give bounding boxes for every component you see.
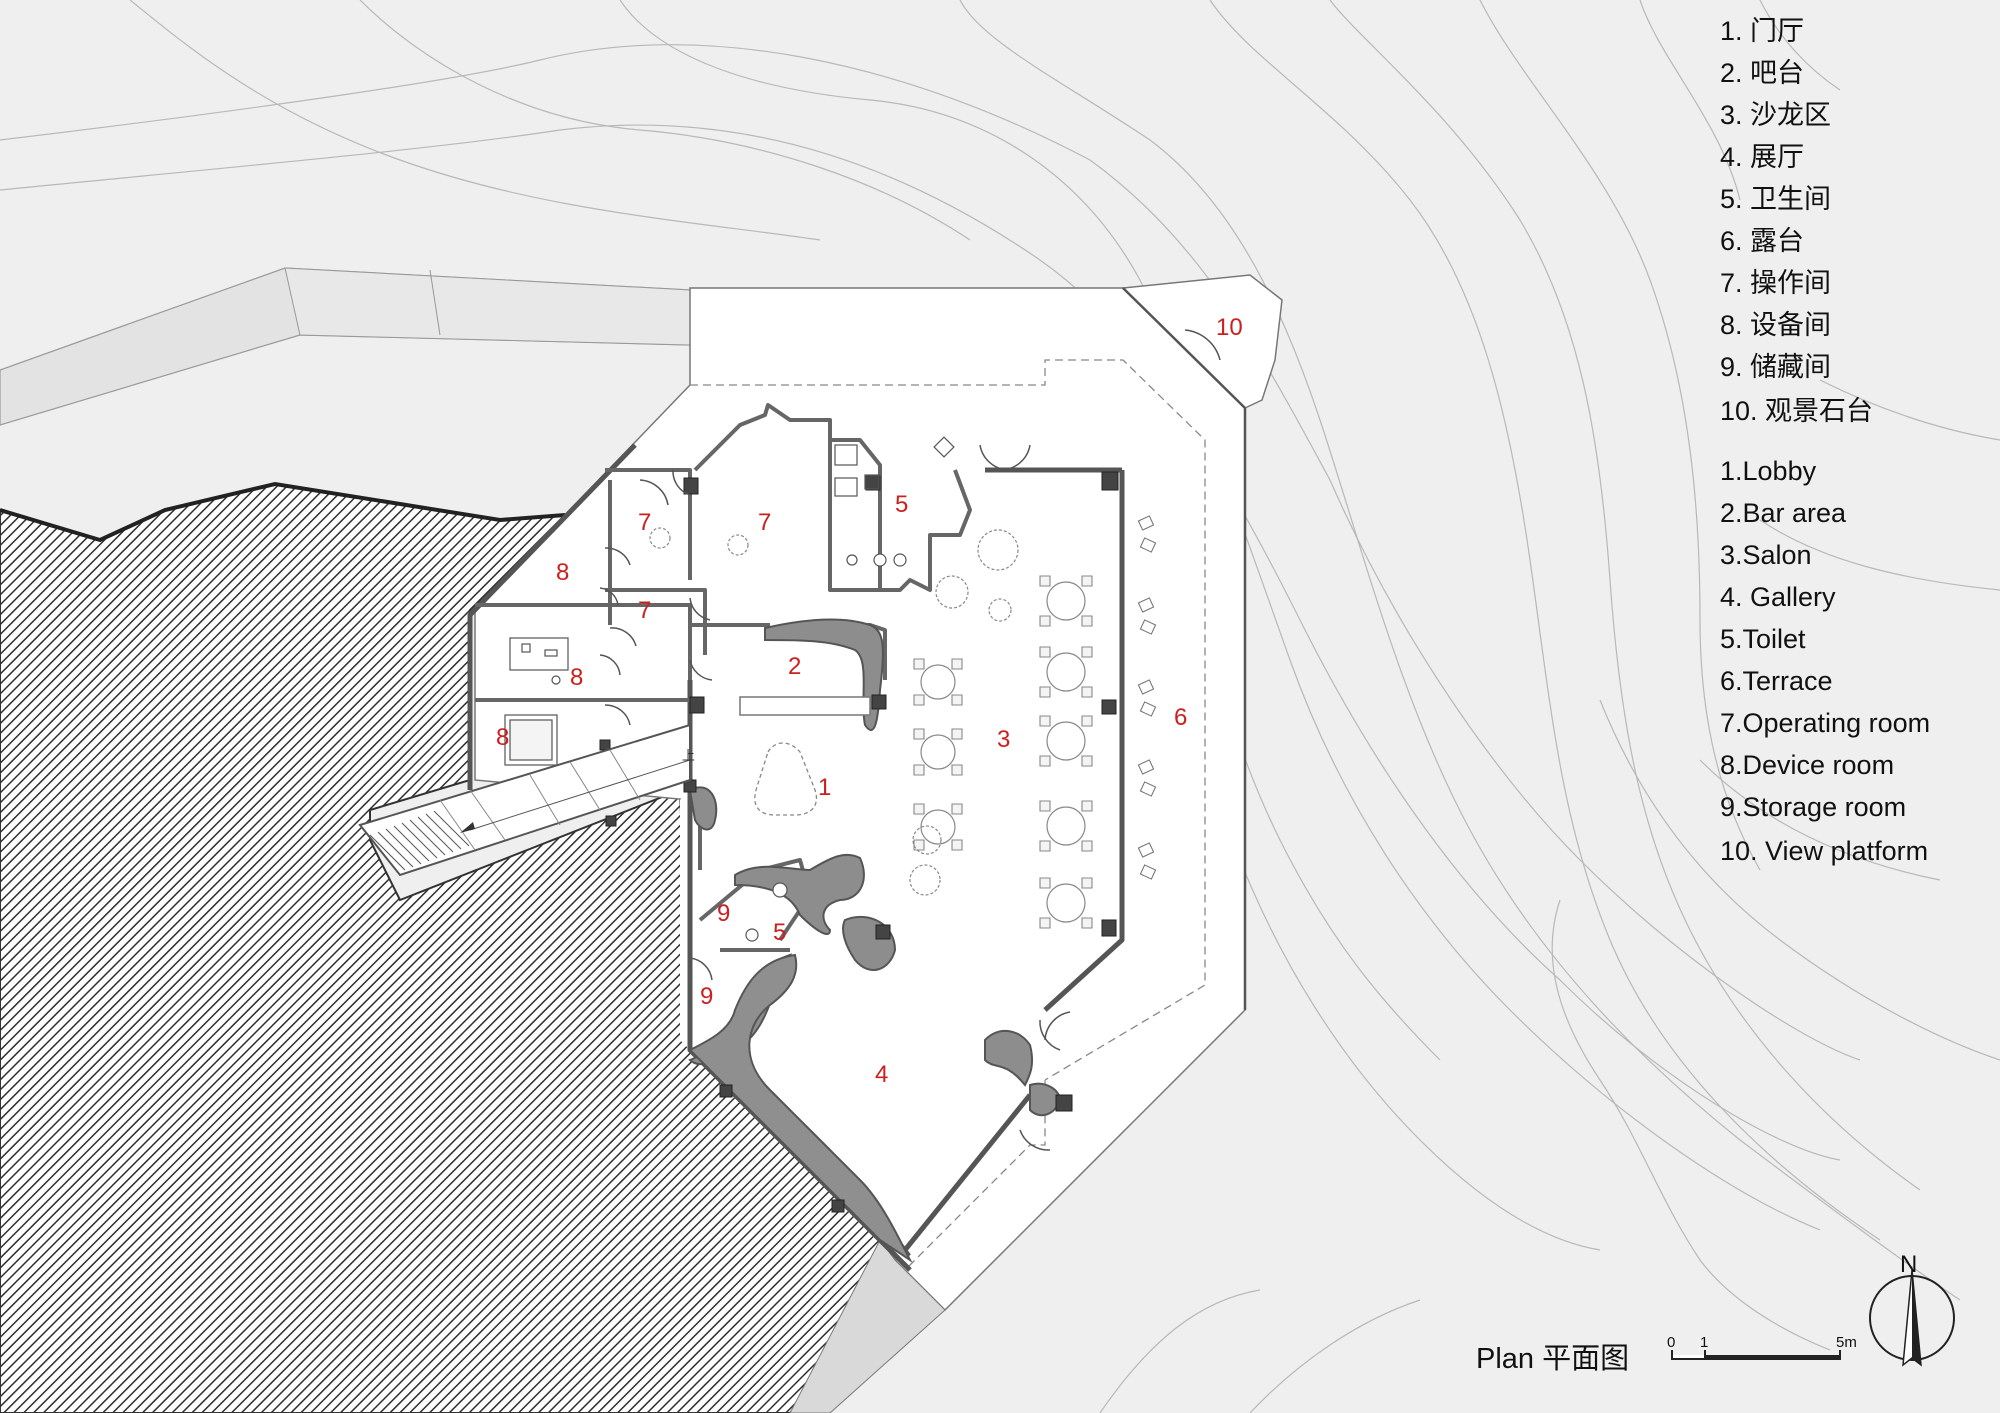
legend-item: 1.Lobby (1720, 456, 1817, 486)
lobby-feature (754, 742, 818, 816)
salon-chairs (913, 575, 1093, 929)
north-arrow-icon (1869, 1269, 1955, 1367)
salon-tables (920, 581, 1086, 923)
legend-item: 4. 展厅 (1720, 142, 1805, 172)
room-label-6: 6 (1174, 704, 1187, 731)
room-label-1: 1 (818, 774, 831, 801)
room-label-7c: 7 (638, 597, 651, 624)
room-labels: 1 2 3 4 5 5 6 7 7 7 8 8 8 9 9 10 (496, 314, 1243, 1088)
interior-walls (475, 403, 972, 952)
legend-item: 7.Operating room (1720, 708, 1931, 738)
legend-item: 9.Storage room (1720, 792, 1907, 822)
room-label-3: 3 (997, 726, 1010, 753)
scale-bar (1671, 1350, 1841, 1360)
legend-item: 10. 观景石台 (1720, 396, 1874, 426)
room-label-8b: 8 (570, 664, 583, 691)
scale-one: 1 (1700, 1334, 1709, 1351)
stair-up-label: 上 (682, 748, 695, 763)
roof-outline (690, 359, 1206, 1271)
stair-bridge (358, 723, 691, 877)
legend-item: 5.Toilet (1720, 624, 1806, 654)
room-label-8c: 8 (496, 724, 509, 751)
room-label-9b: 9 (700, 983, 713, 1010)
terrace-chairs (1137, 515, 1157, 880)
legend-item: 2. 吧台 (1720, 58, 1805, 88)
rock-edge (0, 481, 566, 543)
room-label-5b: 5 (773, 919, 786, 946)
room-label-7a: 7 (638, 509, 651, 536)
legend-item: 8. 设备间 (1720, 310, 1832, 340)
legend-item: 4. Gallery (1720, 582, 1836, 612)
room-label-4: 4 (875, 1061, 888, 1088)
legend-item: 7. 操作间 (1720, 268, 1832, 298)
gallery-wall (688, 953, 913, 1263)
scale-five: 5m (1836, 1334, 1857, 1351)
legend-item: 3.Salon (1720, 540, 1812, 570)
legend-item: 8.Device room (1720, 750, 1895, 780)
legend-item: 6.Terrace (1720, 666, 1833, 696)
legend-item: 9. 储藏间 (1720, 352, 1832, 382)
room-label-9a: 9 (717, 900, 730, 927)
room-label-2: 2 (788, 653, 801, 680)
plan-title: Plan 平面图 (1476, 1343, 1630, 1375)
round-elements (649, 527, 1019, 896)
scale-zero: 0 (1667, 1334, 1676, 1351)
legend-item: 2.Bar area (1720, 498, 1847, 528)
room-label-10: 10 (1216, 314, 1243, 341)
toilet-icon (745, 436, 955, 942)
legend-item: 5. 卫生间 (1720, 184, 1832, 214)
legend-item: 1. 门厅 (1720, 16, 1805, 46)
legend-item: 6. 露台 (1720, 226, 1805, 256)
legend-item: 3. 沙龙区 (1720, 100, 1832, 130)
legend-item: 10. View platform (1720, 836, 1929, 866)
north-label: N (1900, 1251, 1917, 1278)
bar-counter (739, 696, 871, 716)
room-label-7b: 7 (758, 509, 771, 536)
room-label-5a: 5 (895, 491, 908, 518)
room-label-8a: 8 (556, 559, 569, 586)
doors (599, 444, 1071, 1151)
view-platform-door (1184, 329, 1221, 361)
equipment-icon (504, 637, 569, 766)
